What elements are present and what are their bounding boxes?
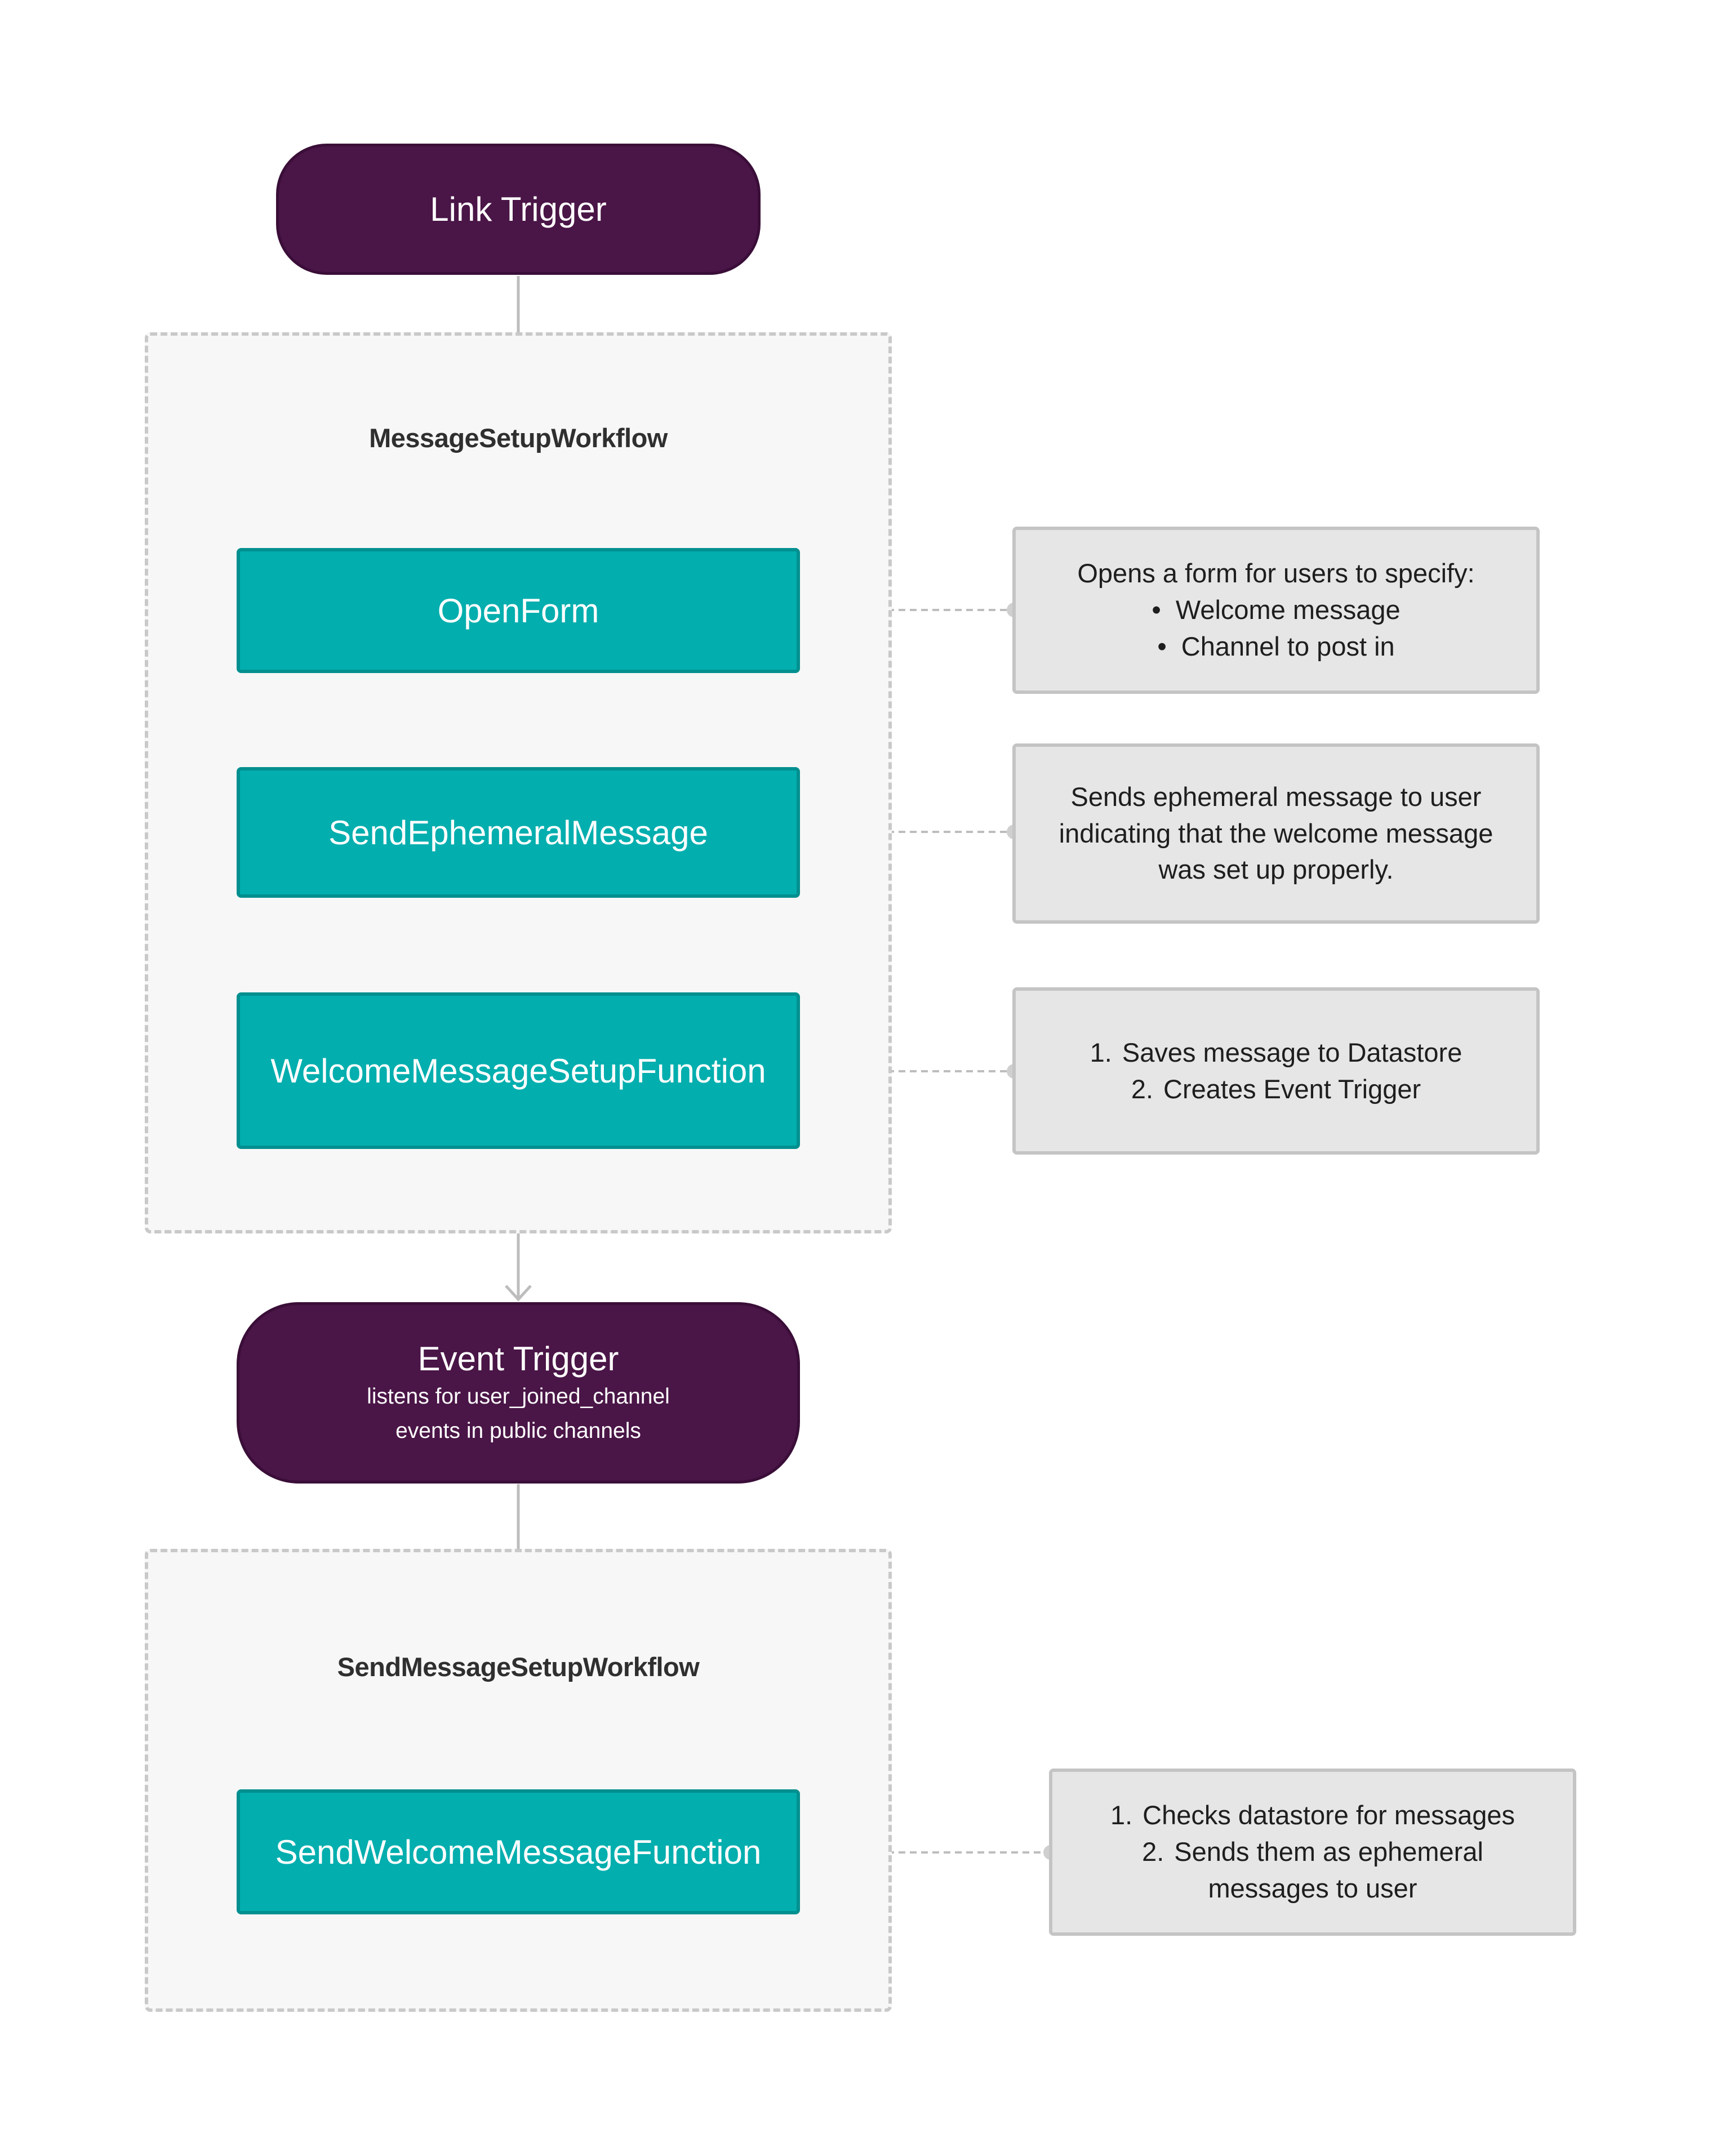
note-bullet-item: Welcome message: [1152, 592, 1401, 629]
link-trigger-node: Link Trigger: [276, 144, 761, 275]
message-setup-workflow-label: MessageSetupWorkflow: [369, 423, 668, 453]
send-message-setup-workflow-group: [145, 1549, 892, 2012]
note-text: Opens a form for users to specify:: [1077, 558, 1475, 589]
note-numbered-list: 1. Checks datastore for messages 2. Sends …: [1110, 1797, 1515, 1870]
open-form-step: OpenForm: [237, 548, 800, 673]
note-numbered-item: 2. Sends them as ephemeral: [1110, 1834, 1515, 1870]
item-number: 2.: [1131, 1073, 1154, 1104]
item-number: 1.: [1090, 1037, 1112, 1067]
note-numbered-item: 2. Creates Event Trigger: [1090, 1071, 1462, 1108]
note-numbered-list: 1. Saves message to Datastore 2. Creates E…: [1090, 1035, 1462, 1108]
item-number: 1.: [1110, 1800, 1133, 1830]
note-numbered-item: 1. Saves message to Datastore: [1090, 1035, 1462, 1071]
send-ephemeral-note: Sends ephemeral message to user indicati…: [1012, 743, 1540, 924]
note-numbered-item: 1. Checks datastore for messages: [1110, 1797, 1515, 1834]
note-bullet-item: Channel to post in: [1152, 629, 1400, 665]
item-text: Sends them as ephemeral: [1174, 1837, 1483, 1867]
item-text: Checks datastore for messages: [1142, 1800, 1515, 1830]
event-trigger-node: Event Trigger listens for user_joined_ch…: [237, 1302, 800, 1484]
note-text: messages to user: [1208, 1873, 1417, 1903]
item-number: 2.: [1142, 1837, 1164, 1867]
note-text: indicating that the welcome message: [1059, 818, 1493, 848]
arrow-down-icon: [505, 1285, 532, 1302]
item-text: Saves message to Datastore: [1122, 1037, 1462, 1067]
event-trigger-title: Event Trigger: [417, 1340, 619, 1378]
event-trigger-subtitle: events in public channels: [395, 1418, 641, 1443]
send-message-setup-workflow-label: SendMessageSetupWorkflow: [337, 1652, 700, 1682]
link-trigger-title: Link Trigger: [430, 190, 607, 228]
note-text: Sends ephemeral message to user: [1070, 781, 1482, 812]
welcome-message-setup-function-step: WelcomeMessageSetupFunction: [237, 992, 800, 1149]
open-form-note: Opens a form for users to specify: Welco…: [1012, 527, 1540, 694]
send-welcome-note: 1. Checks datastore for messages 2. Sends …: [1049, 1769, 1576, 1936]
welcome-setup-note: 1. Saves message to Datastore 2. Creates E…: [1012, 987, 1540, 1155]
note-text: was set up properly.: [1158, 854, 1394, 885]
note-bullet-list: Welcome message Channel to post in: [1152, 592, 1401, 665]
send-welcome-message-function-step: SendWelcomeMessageFunction: [237, 1789, 800, 1914]
item-text: Creates Event Trigger: [1163, 1073, 1421, 1104]
send-ephemeral-message-step: SendEphemeralMessage: [237, 767, 800, 898]
event-trigger-subtitle: listens for user_joined_channel: [367, 1384, 670, 1409]
